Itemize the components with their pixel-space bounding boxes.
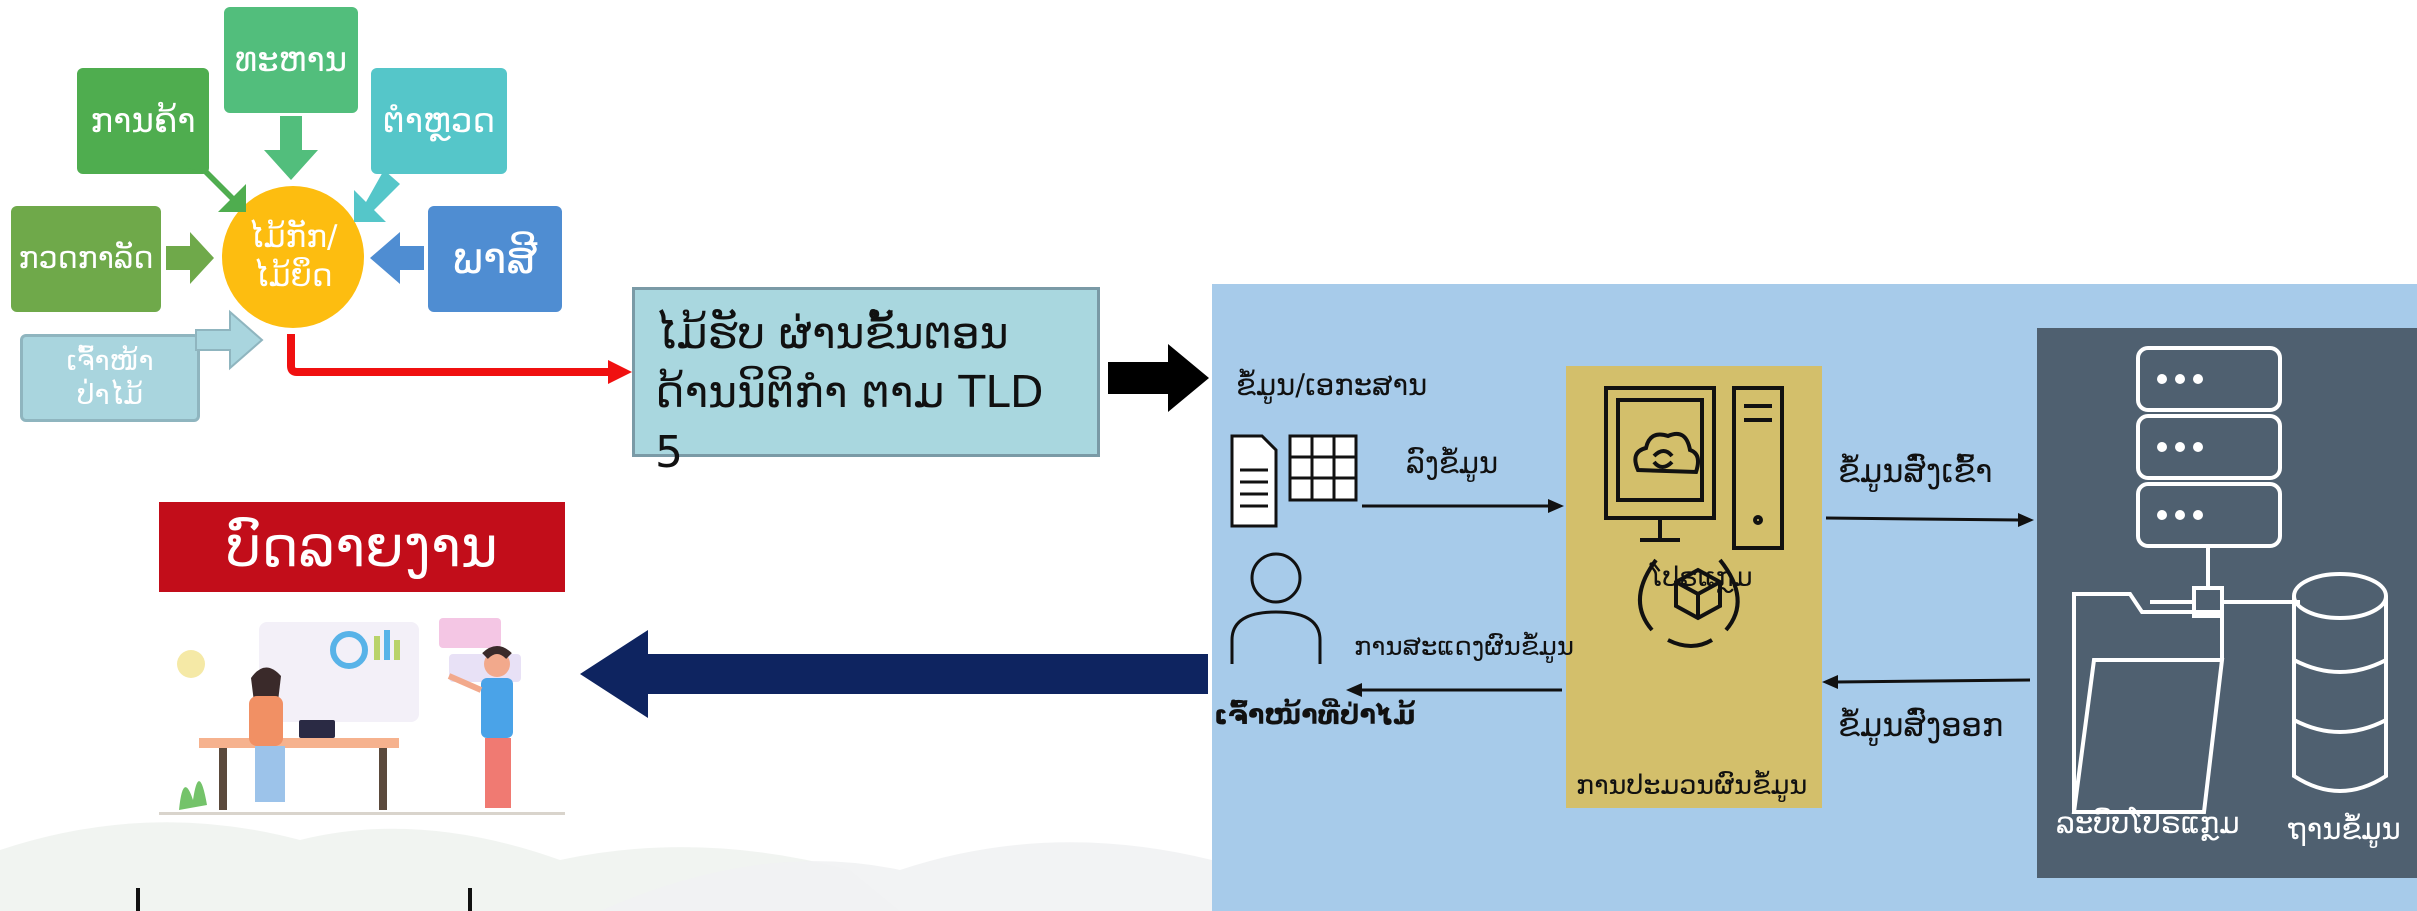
- forestry-officer-label: ເຈົ້າໜ້າທີ່ປ່າໄມ້: [1214, 700, 1416, 731]
- report-illustration: [159, 618, 565, 815]
- computer-icon: [1604, 386, 1784, 550]
- spreadsheet-icon: [1288, 434, 1358, 502]
- police-box: ຕຳຫຼວດ: [371, 68, 507, 174]
- report-title: ບົດລາຍງານ: [159, 502, 565, 592]
- forestry-officer-arrow: [195, 309, 264, 371]
- document-icon: [1230, 434, 1278, 528]
- database-icon: [2292, 572, 2388, 793]
- program-system-label: ລະບົບໂປຣແກຼມ: [2056, 806, 2240, 840]
- transport-inspection-box: ກວດກາລັດ: [11, 206, 161, 312]
- red-arrow-head: [608, 360, 632, 384]
- return-arrow: [580, 630, 1208, 718]
- documents-label: ຂໍ້ມູນ/ເອກະສານ: [1236, 368, 1428, 402]
- military-arrow: [264, 116, 318, 180]
- database-label: ຖານຂໍ້ມູນ: [2288, 812, 2401, 846]
- program-label: ໂປຣແກຼມ: [1650, 562, 1753, 593]
- transport-arrow: [166, 232, 214, 284]
- server-stack-icon: [2136, 346, 2300, 618]
- legal-process-box: ໄມ້ຮັບ ຜ່ານຂັ້ນຕອນ ດ້ານນິຕິກຳ ຕາມ TLD 5: [632, 287, 1100, 478]
- program-cycle-icon: [1638, 558, 1740, 648]
- server-lights: [2157, 374, 2203, 520]
- donut-chart-icon: [330, 631, 368, 669]
- display-arrow-label: ການສະແດງຜົນຂໍ້ມູນ: [1354, 632, 1574, 662]
- data-processing-box: [1566, 366, 1822, 808]
- trade-arrow: [188, 168, 246, 212]
- police-arrow: [354, 170, 400, 222]
- military-box: ທະຫານ: [224, 7, 358, 113]
- forestry-officer-box: ເຈົ້າໜ້າ ປ່າໄມ້: [20, 334, 200, 422]
- tax-box: ພາສີ: [428, 206, 562, 312]
- trade-box: ການຄ້າ: [77, 68, 209, 174]
- processing-label: ການປະມວນຜົນຂໍ້ມູນ: [1576, 770, 1808, 801]
- input-arrow-label: ລົງຂໍ້ມູນ: [1406, 446, 1499, 480]
- red-arrow-line: [287, 334, 612, 376]
- bottom-divider-left: [136, 888, 140, 911]
- data-in-label: ຂໍ້ມູນສົ່ງເຂົ້າ: [1838, 452, 1993, 490]
- user-icon: [1230, 552, 1322, 664]
- bottom-divider-right: [468, 888, 472, 911]
- folder-icon: [2071, 592, 2225, 814]
- black-arrow: [1108, 344, 1209, 412]
- tax-arrow: [370, 232, 424, 284]
- data-out-label: ຂໍ້ມູນສົ່ງອອກ: [1838, 706, 2004, 744]
